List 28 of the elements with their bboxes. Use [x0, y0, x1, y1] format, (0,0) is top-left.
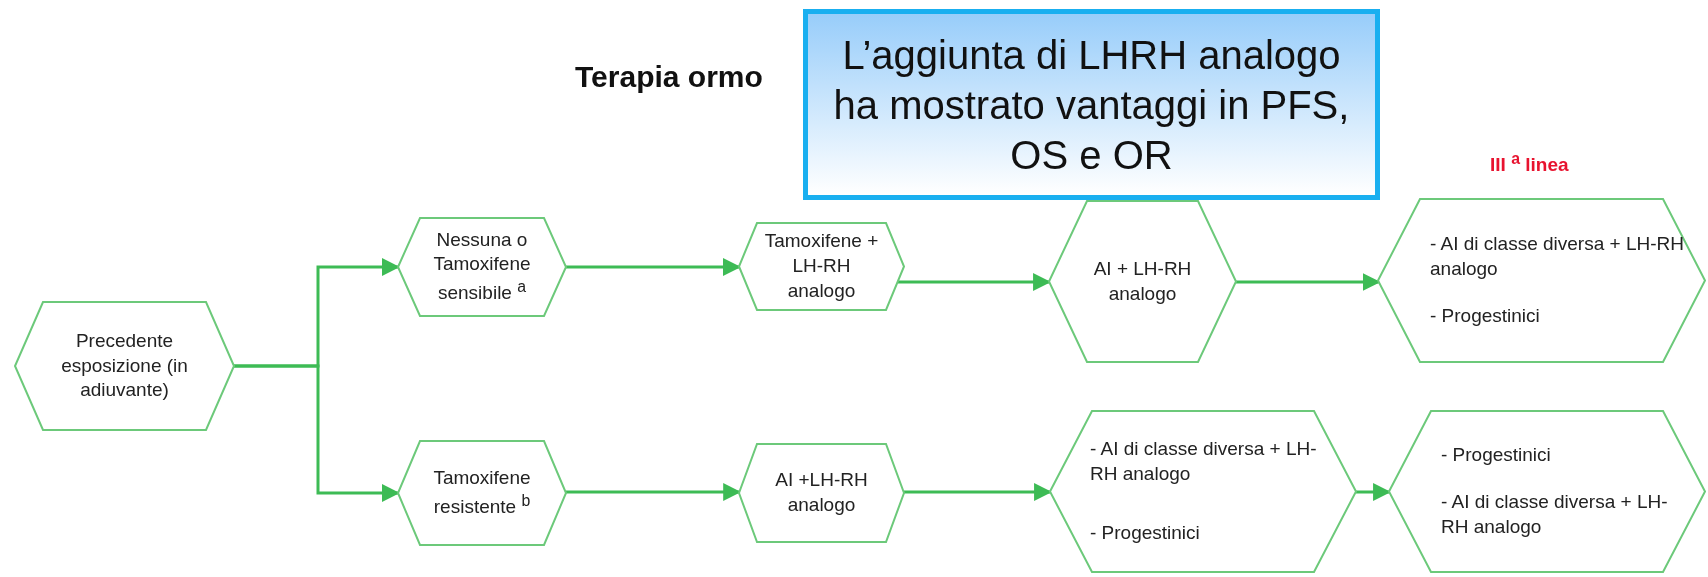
arrow	[1235, 273, 1381, 291]
node-text: - AI di classe diversa + LH-RH analogo	[1430, 232, 1685, 282]
node-text: Precedente esposizione (in adiuvante)	[60, 328, 189, 403]
arrow	[1355, 483, 1392, 501]
node-text: Tamoxifene resistente $^{b}$	[432, 466, 532, 520]
hexagon-box	[739, 223, 904, 310]
column-heading: III $^{a}$ linea	[1490, 150, 1569, 177]
node-text: L’aggiunta di LHRH analogo ha mostrato vantaggi in PFS, OS e OR	[832, 31, 1351, 179]
callout-box	[803, 9, 1380, 200]
node-text: - AI di classe diversa + LH-RH analogo	[1441, 490, 1669, 539]
hexagon-box	[398, 218, 566, 316]
node-text: - Progestinici	[1441, 443, 1551, 468]
node-text: - AI di classe diversa + LH-RH analogo	[1090, 437, 1318, 487]
node-text: AI +LH-RH analogo	[774, 468, 869, 517]
node-text: Nessuna o Tamoxifene sensibile $^{a}$	[432, 227, 532, 306]
hexagon-box	[1378, 199, 1705, 362]
hexagon-box	[739, 444, 904, 542]
hexagon-box	[1050, 411, 1356, 572]
node-text: Tamoxifene + LH-RH analogo	[763, 229, 880, 303]
node-text: AI + LH-RH analogo	[1092, 256, 1193, 306]
diagram-title: Terapia ormo	[575, 60, 763, 94]
node-text: - Progestinici	[1430, 303, 1540, 328]
arrow	[234, 364, 400, 502]
arrow	[566, 258, 741, 276]
node-text: - Progestinici	[1090, 520, 1200, 545]
hexagon-box	[398, 441, 566, 545]
hexagon-box	[1389, 411, 1705, 572]
hexagon-box	[15, 302, 234, 430]
